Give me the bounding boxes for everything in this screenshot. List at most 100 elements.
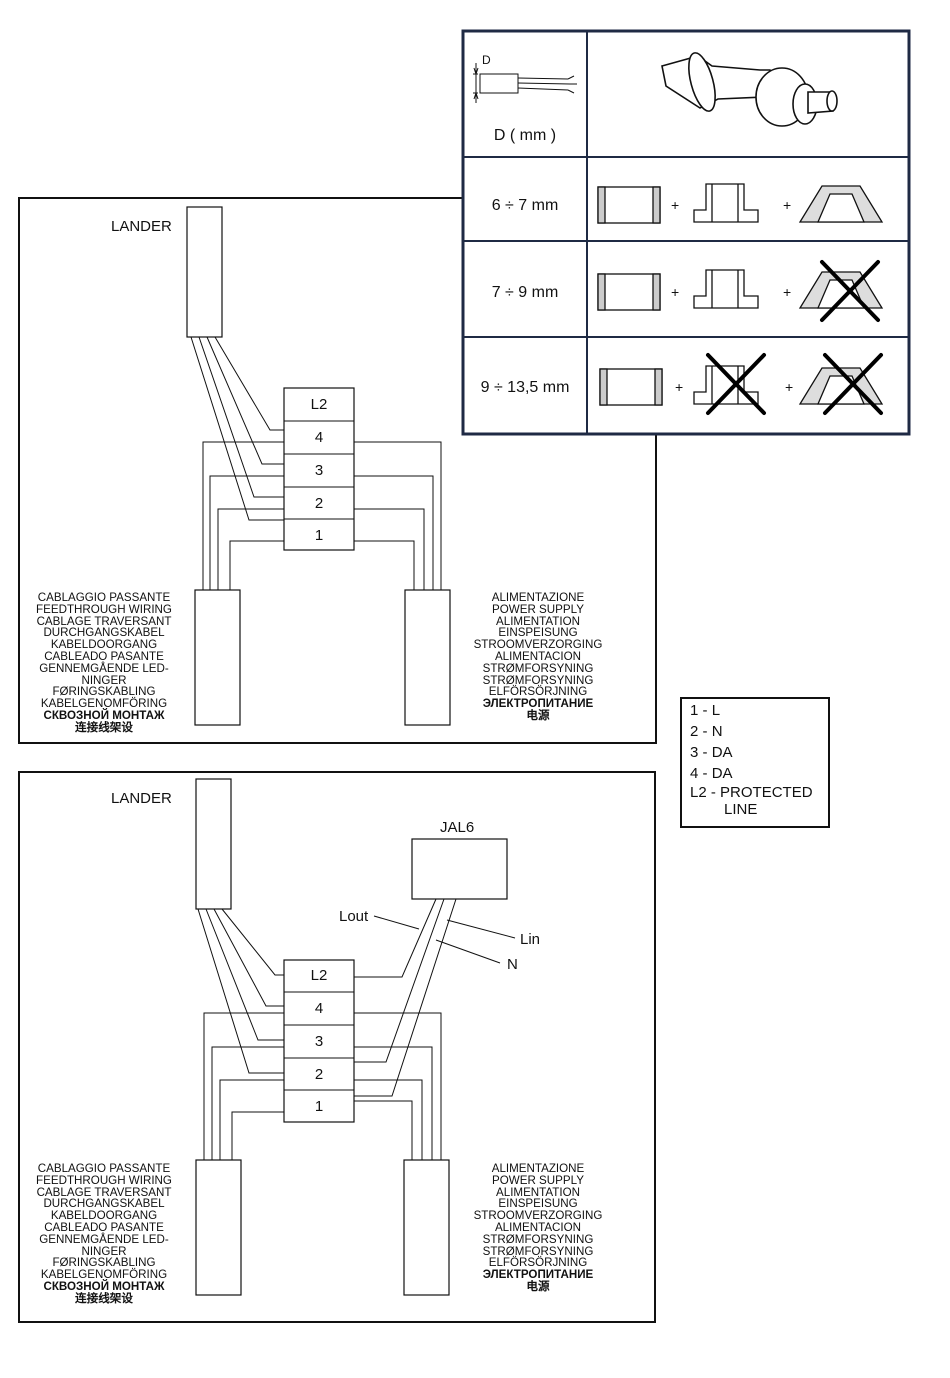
diagram1-terminal-1: 1 — [314, 527, 324, 544]
text-line: FØRINGSKABLING — [52, 685, 156, 699]
text-line: STRØMFORSYNING — [482, 1232, 594, 1246]
diagram1-terminal-4: 4 — [314, 429, 324, 446]
text-line: STRØMFORSYNING — [482, 661, 594, 675]
sleeve-icon — [599, 368, 663, 406]
text-line: GENNEMGÅENDE LED- — [39, 1232, 169, 1246]
gland-range-row-1: 6 ÷ 7 mm — [491, 197, 559, 214]
text-line: ALIMENTAZIONE — [491, 1162, 585, 1175]
diagram2-feedthrough-label: CABLAGGIO PASSANTE FEEDTHROUGH WIRING CA… — [28, 1163, 180, 1305]
cable-gland-icon — [661, 52, 838, 127]
text-line: CABLEADO PASANTE — [44, 649, 164, 663]
text-line: STROOMVERZORGING — [473, 638, 603, 652]
text-line: FEEDTHROUGH WIRING — [36, 1173, 172, 1187]
text-line: FEEDTHROUGH WIRING — [36, 602, 172, 616]
gland-row-shapes — [597, 183, 884, 415]
not-allowed-cross-icon — [706, 353, 766, 415]
diagram1-terminal-2: 2 — [314, 495, 324, 512]
text-line: ЭЛЕКТРОПИТАНИЕ — [482, 1268, 594, 1282]
not-allowed-cross-icon — [820, 260, 880, 322]
text-line: NINGER — [81, 1244, 127, 1258]
flanged-sleeve-icon — [693, 269, 759, 309]
sleeve-icon — [597, 273, 661, 311]
legend-item: 1 - L — [690, 700, 813, 721]
diagram1-brand: LANDER — [111, 218, 172, 235]
text-line: STRØMFORSYNING — [482, 1244, 594, 1258]
diagram2-supply-cable — [403, 1159, 450, 1296]
diagram2-leader-lines — [373, 915, 516, 964]
text-line: POWER SUPPLY — [492, 1173, 584, 1187]
diagram2-terminal-block — [283, 959, 355, 1123]
diagram2-terminal-1: 1 — [314, 1098, 324, 1115]
text-line: KABELGENOMFÖRING — [40, 1268, 168, 1282]
diagram2-frame — [18, 771, 656, 1323]
plus-sign: + — [671, 197, 680, 213]
legend-frame — [680, 697, 830, 828]
diagram1-supply-cable — [404, 589, 451, 726]
text-line: 连接线架设 — [75, 720, 133, 734]
legend-key: 3 - — [690, 744, 708, 761]
plus-sign: + — [675, 379, 684, 395]
diagram1-supply-label: ALIMENTAZIONE POWER SUPPLY ALIMENTATION … — [463, 592, 613, 722]
sleeve-icon — [597, 186, 661, 224]
legend-value: DA — [711, 765, 733, 782]
text-line: DURCHGANGSKABEL — [43, 1197, 165, 1211]
diagram2-lout-label: Lout — [339, 908, 369, 925]
plus-sign: + — [783, 197, 792, 213]
text-line: CABLAGE TRAVERSANT — [36, 1185, 172, 1199]
text-line: ALIMENTATION — [496, 614, 580, 628]
diagram1-feedthrough-label: CABLAGGIO PASSANTE FEEDTHROUGH WIRING CA… — [28, 592, 180, 734]
diagram2-n-label: N — [507, 956, 518, 973]
legend: 1 - L 2 - N 3 - DA 4 - DA L2 - PROTECTED… — [690, 700, 813, 818]
flanged-sleeve-icon — [693, 183, 759, 223]
text-line: 电源 — [526, 1279, 550, 1293]
text-line: DURCHGANGSKABEL — [43, 626, 165, 640]
text-line: ELFÖRSÖRJNING — [488, 1256, 588, 1270]
diagram2-feedthrough-cable — [195, 1159, 242, 1296]
text-line: 连接线架设 — [75, 1291, 133, 1305]
legend-key: 4 - — [690, 765, 708, 782]
text-line: KABELDOORGANG — [50, 638, 158, 652]
diagram2-brand: LANDER — [111, 790, 172, 807]
text-line: EINSPEISUNG — [498, 1197, 578, 1211]
diagram1-feedthrough-wires — [202, 441, 284, 590]
legend-item: 4 - DA — [690, 763, 813, 784]
plus-sign: + — [671, 284, 680, 300]
diagram1-terminal-l2: L2 — [310, 396, 328, 413]
text-line: KABELGENOMFÖRING — [40, 697, 168, 711]
text-line: EINSPEISUNG — [498, 626, 578, 640]
text-line: ALIMENTACION — [494, 1220, 582, 1234]
cable-diameter-icon — [473, 63, 577, 103]
text-line: KABELDOORGANG — [50, 1209, 158, 1223]
diagram1-frame — [18, 197, 657, 744]
text-line: CABLAGE TRAVERSANT — [36, 614, 172, 628]
text-line: STROOMVERZORGING — [473, 1209, 603, 1223]
not-allowed-cross-icon — [823, 353, 883, 415]
gland-range-row-2: 7 ÷ 9 mm — [491, 284, 559, 301]
plus-sign: + — [785, 379, 794, 395]
text-line: FØRINGSKABLING — [52, 1256, 156, 1270]
text-line: ALIMENTAZIONE — [491, 591, 585, 604]
diagram2-supply-label: ALIMENTAZIONE POWER SUPPLY ALIMENTATION … — [463, 1163, 613, 1293]
text-line: ЭЛЕКТРОПИТАНИЕ — [482, 697, 594, 711]
text-line: CABLAGGIO PASSANTE — [37, 1162, 171, 1175]
legend-key: L2 — [690, 784, 707, 801]
legend-value: DA — [711, 744, 733, 761]
text-line: GENNEMGÅENDE LED- — [39, 661, 169, 675]
diagram2-feedthrough-wires — [203, 1012, 284, 1160]
diagram2-terminal-4: 4 — [314, 1000, 324, 1017]
diagram1-feedthrough-cable — [194, 589, 241, 726]
diagram2-supply-wires — [354, 1012, 442, 1160]
diagram2-lander-wires — [197, 908, 284, 1074]
text-line: СКВОЗНОЙ МОНТАЖ — [43, 708, 165, 722]
legend-value: N — [711, 723, 723, 740]
legend-key: 2 - — [690, 723, 708, 740]
legend-key: 1 - — [690, 702, 708, 719]
legend-continuation: LINE — [724, 801, 758, 818]
text-line: CABLEADO PASANTE — [44, 1220, 164, 1234]
text-line: NINGER — [81, 673, 127, 687]
text-line: POWER SUPPLY — [492, 602, 584, 616]
diameter-d-label: D — [482, 53, 491, 67]
cone-seal-icon — [798, 185, 884, 223]
diagram2-jal6-box — [411, 838, 508, 900]
